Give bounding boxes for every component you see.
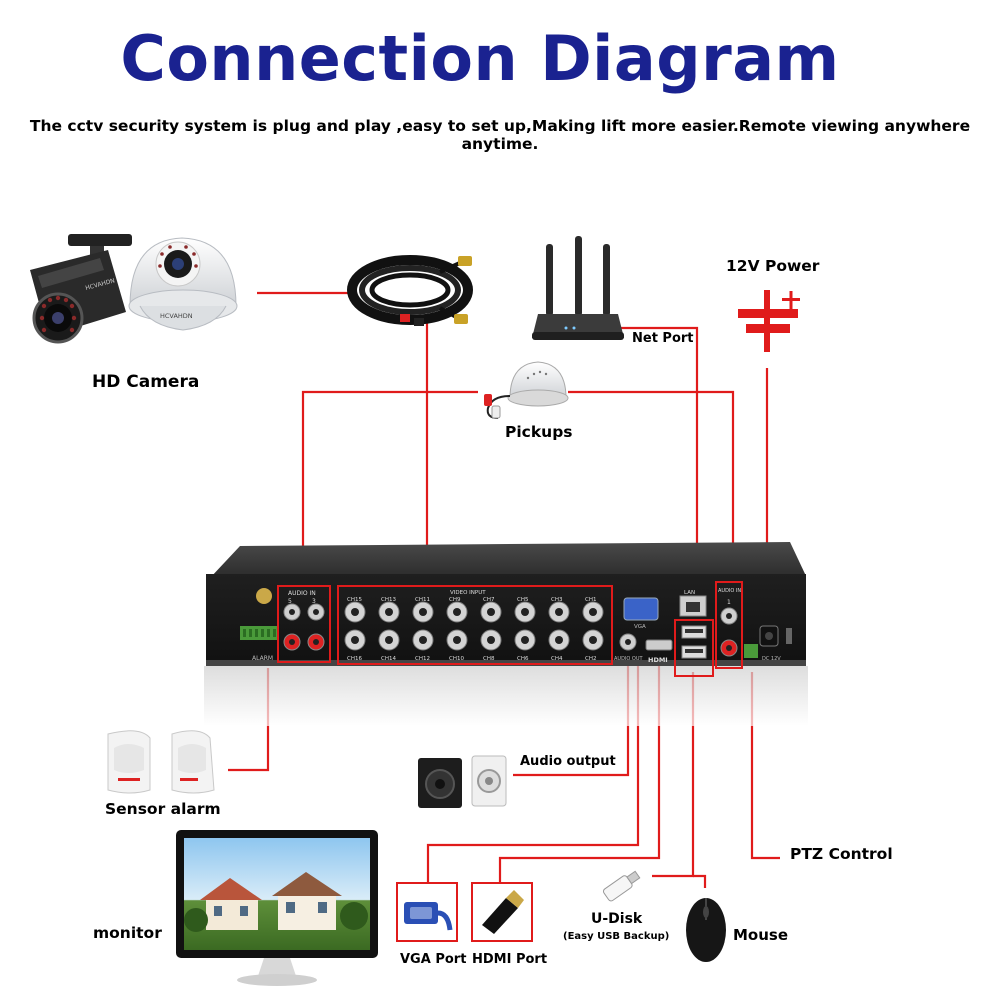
audio-in-label-right: AUDIO IN — [718, 588, 741, 594]
monitor-label: monitor — [93, 924, 162, 942]
audio-out-panel-label: AUDIO OUT — [614, 656, 644, 662]
bnc-connector-core — [589, 608, 597, 616]
usb-highlight — [674, 619, 714, 677]
sensor-alarm-devices — [107, 730, 215, 794]
net-port-label: Net Port — [632, 331, 694, 346]
ptz-control-label: PTZ Control — [790, 845, 893, 863]
speakers — [418, 755, 507, 808]
power-label: 12V Power — [726, 257, 820, 275]
mouse-label: Mouse — [733, 926, 789, 944]
channel-label: CH8 — [483, 656, 495, 662]
dome-camera: HCVAHDN — [128, 237, 238, 331]
router — [532, 236, 624, 340]
pickups-label: Pickups — [505, 423, 573, 441]
bullet-camera: HCVAHDN — [30, 234, 132, 344]
audio-output-label: Audio output — [520, 754, 616, 769]
channel-label: CH13 — [381, 597, 396, 603]
vga-port-label: VGA Port — [400, 952, 467, 967]
wire-usb-to-mouse — [693, 874, 707, 888]
udisk-note-label: (Easy USB Backup) — [563, 931, 670, 942]
hd-camera-group: HCVAHDN HCVAHDN — [30, 234, 238, 344]
wire-ptz — [750, 672, 780, 860]
channel-label: CH15 — [347, 597, 362, 603]
bnc-connector-core — [487, 636, 495, 644]
lan-panel-label: LAN — [684, 590, 695, 596]
bnc-connector-core — [385, 636, 393, 644]
page-title: Connection Diagram — [120, 22, 840, 95]
audio-in-label-left: AUDIO IN — [288, 590, 316, 597]
video-input-highlight — [337, 585, 613, 665]
channel-label: CH5 — [517, 597, 529, 603]
audio-in-number-3: 3 — [312, 598, 316, 605]
channel-label: CH6 — [517, 656, 529, 662]
bnc-connector-core — [351, 636, 359, 644]
bnc-row-top: CH15 CH13 CH11 CH9 CH7 CH5 CH3 CH1 — [344, 597, 604, 623]
bnc-cable-coil — [347, 255, 473, 326]
power-symbol — [738, 290, 800, 352]
page-subtitle: The cctv security system is plug and pla… — [29, 117, 971, 153]
mouse-icon — [686, 898, 726, 962]
bnc-connector-core — [555, 608, 563, 616]
sensor-alarm-label: Sensor alarm — [105, 800, 221, 818]
bnc-connector-core — [589, 636, 597, 644]
channel-label: CH14 — [381, 656, 396, 662]
wire-pickup-to-audio-in-left — [301, 390, 478, 586]
bnc-connector-core — [521, 636, 529, 644]
channel-label: CH2 — [585, 656, 596, 662]
audio-in-highlight-right — [715, 581, 743, 669]
udisk-label: U-Disk — [591, 911, 643, 927]
bnc-connector-core — [555, 636, 563, 644]
bnc-connector-core — [487, 608, 495, 616]
pickup-microphone — [484, 361, 569, 419]
bnc-connector-core — [419, 608, 427, 616]
hdmi-cable-icon — [482, 890, 524, 934]
channel-label: CH1 — [585, 597, 596, 603]
hd-camera-label: HD Camera — [92, 372, 200, 392]
alarm-port-label: ALARM — [252, 655, 273, 662]
bnc-connector-core — [453, 636, 461, 644]
audio-in-number-1: 1 — [727, 599, 731, 606]
udisk-icon — [602, 870, 641, 902]
camera-brand-label-2: HCVAHDN — [160, 312, 193, 320]
audio-in-highlight-left — [277, 585, 331, 663]
bnc-connector-core — [521, 608, 529, 616]
channel-label: CH3 — [551, 597, 563, 603]
video-input-label: VIDEO INPUT — [450, 590, 486, 596]
bnc-row-bottom: CH16 CH14 CH12 CH10 CH8 CH6 CH4 CH2 — [344, 629, 604, 662]
bnc-connector-core — [351, 608, 359, 616]
wire-vga-port — [426, 610, 640, 883]
channel-label: CH12 — [415, 656, 430, 662]
bnc-connector-core — [419, 636, 427, 644]
channel-label: CH4 — [551, 656, 563, 662]
bnc-connector-core — [453, 608, 461, 616]
bnc-connector-core — [385, 608, 393, 616]
dc-panel-label: DC 12V — [762, 656, 781, 662]
channel-label: CH9 — [449, 597, 461, 603]
monitor-device — [176, 830, 378, 986]
wire-pickup-to-audio-in-right — [568, 390, 735, 582]
channel-label: CH11 — [415, 597, 430, 603]
wire-router-to-lan — [612, 326, 699, 597]
wire-hdmi-port — [498, 662, 661, 883]
vga-port-panel-label: VGA — [634, 624, 646, 630]
vga-cable-icon — [404, 902, 453, 931]
channel-label: CH7 — [483, 597, 495, 603]
hdmi-panel-label: HDMI — [648, 656, 668, 664]
audio-in-number-5: 5 — [288, 598, 292, 605]
hdmi-port-label: HDMI Port — [472, 952, 548, 967]
channel-label: CH10 — [449, 656, 464, 662]
channel-label: CH16 — [347, 656, 362, 662]
